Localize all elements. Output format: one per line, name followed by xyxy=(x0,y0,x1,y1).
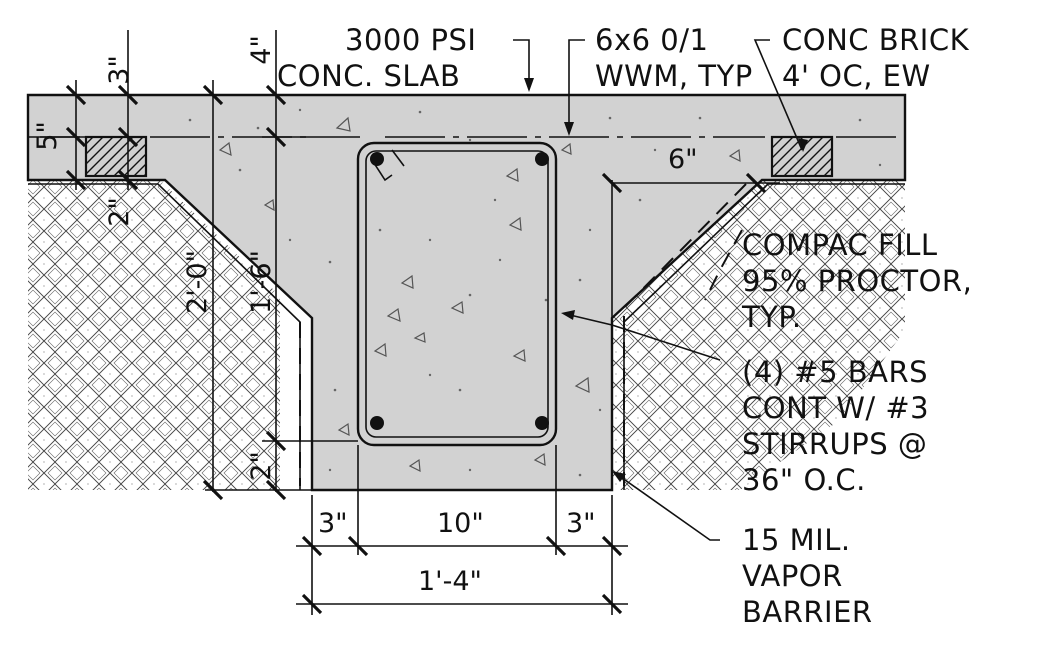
dim-slab-brick: 5" xyxy=(32,121,63,151)
svg-text:36" O.C.: 36" O.C. xyxy=(742,463,866,497)
dim-slab-top: 3" xyxy=(104,55,135,85)
svg-text:STIRRUPS @: STIRRUPS @ xyxy=(742,427,927,461)
dim-bottom-cover: 2" xyxy=(246,451,277,481)
svg-text:CONC. SLAB: CONC. SLAB xyxy=(277,59,460,93)
svg-text:95% PROCTOR,: 95% PROCTOR, xyxy=(742,264,972,298)
rebar-bottom-left xyxy=(370,416,384,430)
svg-text:6x6 0/1: 6x6 0/1 xyxy=(595,23,708,57)
svg-text:TYP.: TYP. xyxy=(741,300,802,334)
svg-text:VAPOR: VAPOR xyxy=(742,559,843,593)
dim-total-depth: 2'-0" xyxy=(182,250,213,314)
svg-text:BARRIER: BARRIER xyxy=(742,595,873,629)
soil-fill-region xyxy=(28,180,905,600)
dim-beam-depth: 1'-6" xyxy=(246,250,277,314)
dim-width-total: 1'-4" xyxy=(418,566,482,597)
callout-brick: CONC BRICK 4' OC, EW xyxy=(782,23,970,93)
concrete-aggregate xyxy=(218,116,741,473)
dim-width-left: 3" xyxy=(318,508,348,539)
svg-text:3000 PSI: 3000 PSI xyxy=(345,23,476,57)
svg-text:CONC BRICK: CONC BRICK xyxy=(782,23,970,57)
vapor-barrier-right xyxy=(623,183,747,486)
concrete-specks xyxy=(188,108,882,477)
dim-below-brick: 2" xyxy=(104,197,135,227)
svg-text:4' OC, EW: 4' OC, EW xyxy=(782,59,931,93)
dim-width-core: 10" xyxy=(437,508,484,539)
stirrup-cage xyxy=(356,141,558,447)
dim-slab-thick: 4" xyxy=(246,35,277,65)
callout-slab: 3000 PSI CONC. SLAB xyxy=(277,23,476,93)
dimension-lines xyxy=(28,30,780,615)
callout-bars: (4) #5 BARS CONT W/ #3 STIRRUPS @ 36" O.… xyxy=(742,355,929,497)
conc-brick-left xyxy=(84,135,148,178)
callout-wwm: 6x6 0/1 WWM, TYP xyxy=(595,23,753,93)
svg-text:WWM, TYP: WWM, TYP xyxy=(595,59,753,93)
dim-edge-offset: 6" xyxy=(668,144,698,175)
svg-text:CONT W/ #3: CONT W/ #3 xyxy=(742,391,929,425)
rebar-top-right xyxy=(535,152,549,166)
dim-width-right: 3" xyxy=(566,508,596,539)
fill-dashed-leader xyxy=(704,229,743,301)
svg-text:(4) #5 BARS: (4) #5 BARS xyxy=(742,355,928,389)
rebar-bottom-right xyxy=(535,416,549,430)
svg-text:COMPAC FILL: COMPAC FILL xyxy=(742,228,938,262)
rebar-top-left xyxy=(370,152,384,166)
svg-text:15 MIL.: 15 MIL. xyxy=(742,523,851,557)
dimension-labels: 3" 5" 2" 4" 2'-0" 1'-6" 2" 6" 3" 10" 3" … xyxy=(32,35,698,597)
callout-leaders xyxy=(513,39,808,541)
callout-vapor: 15 MIL. VAPOR BARRIER xyxy=(742,523,873,629)
callout-fill: COMPAC FILL 95% PROCTOR, TYP. xyxy=(741,228,972,334)
